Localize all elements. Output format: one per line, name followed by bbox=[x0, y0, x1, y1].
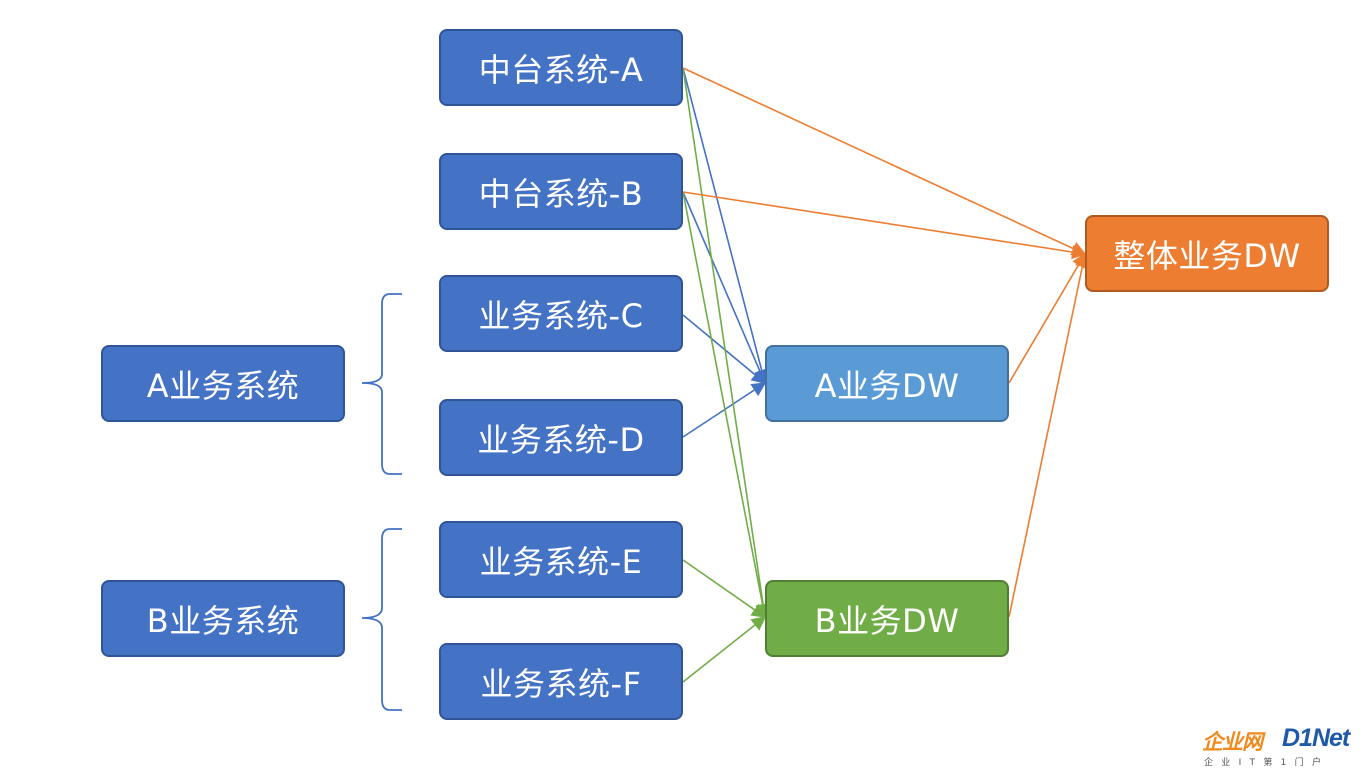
node-group-b: B业务系统 bbox=[101, 580, 345, 657]
link-c-to-adw bbox=[682, 314, 767, 384]
link-a-to-adw bbox=[682, 67, 769, 385]
link-bdw-to-all bbox=[1008, 252, 1090, 618]
node-group-a: A业务系统 bbox=[101, 345, 345, 422]
node-yewu-c: 业务系统-C bbox=[439, 275, 683, 352]
link-f-to-bdw bbox=[682, 616, 767, 683]
node-zhongtai-b: 中台系统-B bbox=[439, 153, 683, 230]
link-a-to-bdw bbox=[682, 67, 771, 619]
node-dw-all: 整体业务DW bbox=[1085, 215, 1329, 292]
watermark-cn: 企业网 bbox=[1202, 730, 1263, 754]
watermark-en: D1Net bbox=[1282, 724, 1350, 752]
node-zhongtai-a: 中台系统-A bbox=[439, 29, 683, 106]
node-yewu-d: 业务系统-D bbox=[439, 399, 683, 476]
node-yewu-f: 业务系统-F bbox=[439, 643, 683, 720]
link-adw-to-all bbox=[1008, 252, 1086, 384]
watermark-sub: 企业IT第1门户 bbox=[1204, 758, 1330, 768]
link-b-to-adw bbox=[682, 191, 767, 385]
watermark-logo: 企业网 D1Net 企业IT第1门户 bbox=[1202, 724, 1362, 768]
node-dw-a: A业务DW bbox=[765, 345, 1009, 422]
bracket-group-a bbox=[361, 293, 402, 475]
node-dw-b: B业务DW bbox=[765, 580, 1009, 657]
link-b-to-bdw bbox=[682, 191, 770, 619]
link-b-to-all bbox=[682, 191, 1087, 260]
bracket-group-b bbox=[361, 528, 402, 711]
link-e-to-bdw bbox=[682, 559, 767, 618]
link-d-to-adw bbox=[682, 382, 767, 438]
link-a-to-all bbox=[682, 67, 1087, 256]
node-yewu-e: 业务系统-E bbox=[439, 521, 683, 598]
